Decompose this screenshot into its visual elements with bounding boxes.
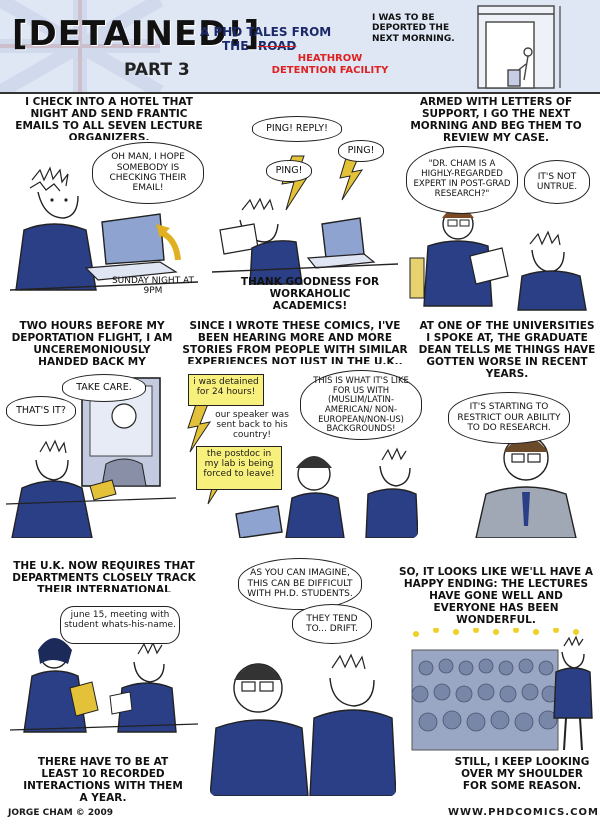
panel-8-frame [210, 556, 396, 796]
panel-5-note-postdoc: the postdoc in my lab is being forced to… [196, 446, 282, 490]
panel-2-sound-ping-left: PING! [266, 160, 312, 182]
panel-8-art [210, 653, 396, 796]
panel-9-caption: SO, IT LOOKS LIKE WE'LL HAVE A HAPPY END… [399, 566, 593, 627]
panel-9-art [411, 628, 593, 751]
panel-7-speech-bubble: june 15, meeting with student whats-his-… [60, 606, 180, 644]
panel-3-art [409, 207, 587, 311]
panel-3-speech-bubble-jorge: IT'S NOT UNTRUE. [524, 160, 590, 204]
subtitle-correction: HEATHROW DETENTION FACILITY [271, 53, 389, 76]
union-jack-background [0, 0, 561, 92]
comic-header: [DETAINED!] PART 3 A PHD TALES FROM THE … [0, 0, 600, 94]
panel-4-speech-bubble-jorge: THAT'S IT? [6, 396, 76, 426]
panel-7-art [10, 638, 198, 733]
panel-1-caption: I CHECK INTO A HOTEL THAT NIGHT AND SEND… [15, 96, 203, 145]
comic-footer [0, 803, 600, 827]
struck-word: ROAD [258, 39, 297, 53]
comic-subtitle-the: THE [222, 39, 249, 53]
panel-3-speech-bubble-official: "DR. CHAM IS A HIGHLY-REGARDED EXPERT IN… [406, 146, 518, 214]
panel-1-art [10, 166, 198, 291]
panel-5-note-detained: i was detained for 24 hours! [188, 374, 264, 406]
panel-3-caption: ARMED WITH LETTERS OF SUPPORT, I GO THE … [410, 96, 582, 145]
panel-2-sound-reply: PING! REPLY! [252, 116, 342, 142]
panel-8-speech-bubble-dean: AS YOU CAN IMAGINE, THIS CAN BE DIFFICUL… [238, 558, 362, 610]
panel-7-caption-bottom: THERE HAVE TO BE AT LEAST 10 RECORDED IN… [23, 756, 183, 805]
panel-5-note-speaker: our speaker was sent back to his country… [215, 410, 289, 440]
panel-2-caption: THANK GOODNESS FOR WORKAHOLIC ACADEMICS! [240, 276, 380, 313]
panel-1-time-label: SUNDAY NIGHT AT 9pm [111, 276, 195, 297]
comic-subtitle: A PHD TALES FROM [200, 25, 332, 39]
website-link[interactable]: WWW.PHDCOMICS.COM [448, 807, 599, 818]
panel-9-caption-bottom: STILL, I KEEP LOOKING OVER MY SHOULDER F… [454, 756, 590, 793]
header-caption: I WAS TO BE DEPORTED THE NEXT MORNING. [372, 13, 455, 44]
panel-5-speech-bubble: THIS IS WHAT IT'S LIKE FOR US WITH (musl… [300, 370, 422, 440]
panel-2-art [212, 155, 398, 285]
author-credit: JORGE CHAM © 2009 [8, 808, 113, 818]
panel-4-speech-bubble-officer: TAKE CARE. [62, 374, 146, 402]
panel-6-caption: AT ONE OF THE UNIVERSITIES I SPOKE AT, T… [418, 320, 596, 381]
panel-6-speech-bubble: IT'S STARTING TO RESTRICT OUR ABILITY TO… [448, 392, 570, 444]
comic-part-number: PART 3 [124, 60, 190, 80]
panel-1-speech-bubble: OH MAN, I HOPE SOMEBODY IS CHECKING THEI… [92, 142, 204, 204]
panel-9-frame [408, 628, 594, 752]
panel-8-speech-bubble-jorge: THEY TEND TO... DRIFT. [292, 604, 372, 644]
panel-2-sound-ping-right: PING! [338, 140, 384, 162]
comic-title: [DETAINED!] [12, 14, 261, 54]
